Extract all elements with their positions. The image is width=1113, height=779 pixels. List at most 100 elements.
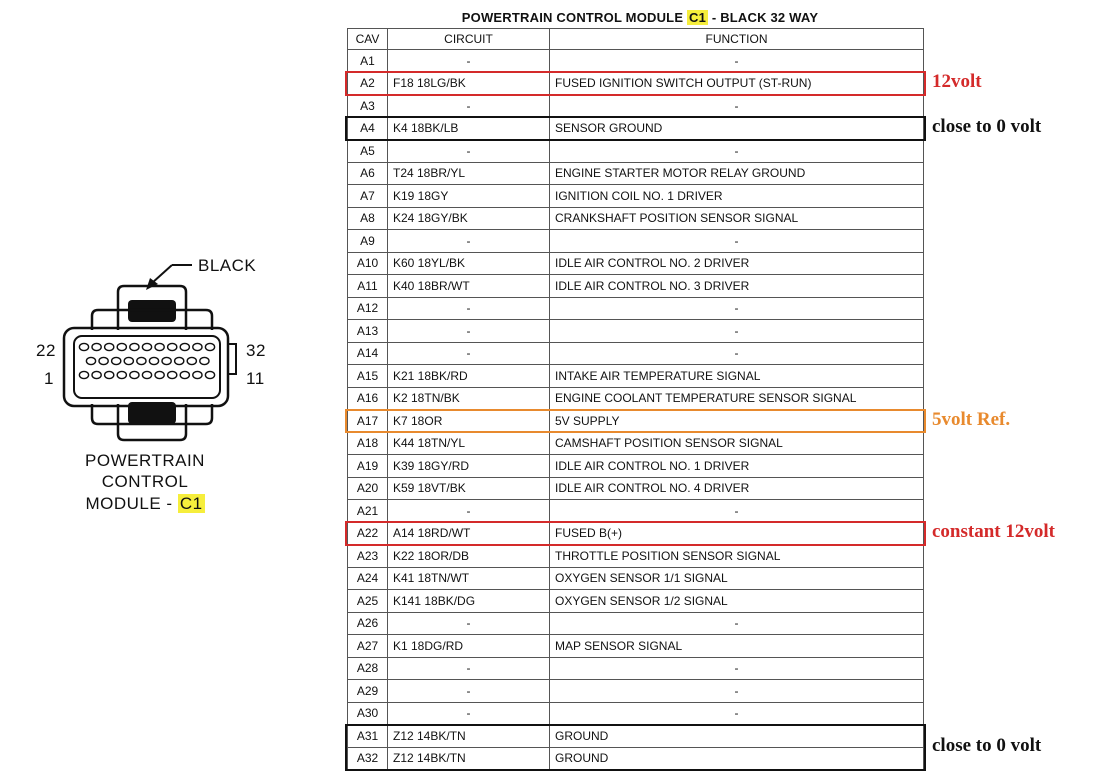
top-latch: [116, 284, 188, 330]
function-cell: -: [549, 319, 924, 343]
table-header-row: CAV CIRCUIT FUNCTION: [347, 28, 924, 50]
cav-cell: A25: [347, 589, 388, 613]
function-cell: ENGINE STARTER MOTOR RELAY GROUND: [549, 161, 924, 185]
circuit-cell: -: [387, 319, 550, 343]
pin-hole: [136, 356, 147, 366]
function-cell: IDLE AIR CONTROL NO. 3 DRIVER: [549, 274, 924, 298]
circuit-cell: -: [387, 499, 550, 523]
module-label-line3: MODULE - C1: [60, 494, 230, 514]
circuit-cell: Z12 14BK/TN: [387, 724, 550, 748]
table-title: POWERTRAIN CONTROL MODULE C1 - BLACK 32 …: [430, 10, 850, 25]
table-row: A9--: [347, 229, 924, 253]
circuit-cell: K39 18GY/RD: [387, 454, 550, 478]
pin-hole: [98, 356, 109, 366]
function-cell: OXYGEN SENSOR 1/2 SIGNAL: [549, 589, 924, 613]
function-cell: -: [549, 229, 924, 253]
table-row: A14--: [347, 341, 924, 365]
highlight-box: [345, 116, 926, 141]
circuit-cell: K41 18TN/WT: [387, 566, 550, 590]
circuit-cell: K24 18GY/BK: [387, 206, 550, 230]
function-cell: IDLE AIR CONTROL NO. 4 DRIVER: [549, 476, 924, 500]
circuit-cell: -: [387, 94, 550, 118]
circuit-cell: -: [387, 341, 550, 365]
pin-hole: [148, 356, 160, 366]
circuit-cell: K59 18VT/BK: [387, 476, 550, 500]
voltage-note: close to 0 volt: [932, 735, 1042, 756]
pin-hole: [141, 370, 153, 380]
function-cell: CAMSHAFT POSITION SENSOR SIGNAL: [549, 431, 924, 455]
pin-hole: [179, 342, 191, 352]
pin-hole: [166, 370, 178, 380]
pin-hole: [192, 342, 203, 352]
pin-number-11: 11: [246, 369, 265, 388]
function-cell: -: [549, 296, 924, 320]
table-title-suffix: - BLACK 32 WAY: [711, 10, 819, 25]
header-function: FUNCTION: [549, 28, 924, 50]
circuit-cell: K141 18BK/DG: [387, 589, 550, 613]
highlight-box: [345, 723, 926, 771]
function-cell: -: [549, 341, 924, 365]
connector-key: [227, 343, 237, 375]
pin-hole: [161, 356, 172, 366]
cav-cell: A5: [347, 139, 388, 163]
cav-cell: A9: [347, 229, 388, 253]
voltage-note: 5volt Ref.: [932, 408, 1011, 430]
table-title-prefix: POWERTRAIN CONTROL MODULE: [461, 10, 684, 25]
function-cell: IDLE AIR CONTROL NO. 1 DRIVER: [549, 454, 924, 478]
function-cell: FUSED IGNITION SWITCH OUTPUT (ST-RUN): [549, 71, 924, 95]
pin-hole: [85, 356, 97, 366]
cav-cell: A31: [347, 724, 388, 748]
pin-hole: [129, 370, 140, 380]
pin-hole: [199, 356, 210, 366]
pin-hole: [91, 342, 102, 352]
connector-drawing: [62, 264, 237, 442]
pin-hole: [204, 342, 216, 352]
bottom-latch: [116, 404, 188, 442]
table-row: A21--: [347, 499, 924, 523]
circuit-cell: K21 18BK/RD: [387, 364, 550, 388]
pin-hole: [129, 342, 140, 352]
cav-cell: A27: [347, 634, 388, 658]
module-label-id: C1: [177, 494, 205, 513]
circuit-cell: K1 18DG/RD: [387, 634, 550, 658]
color-label: BLACK: [198, 256, 257, 275]
function-cell: -: [549, 611, 924, 635]
function-cell: MAP SENSOR SIGNAL: [549, 634, 924, 658]
cav-cell: A30: [347, 701, 388, 725]
function-cell: THROTTLE POSITION SENSOR SIGNAL: [549, 544, 924, 568]
table-row: A29--: [347, 679, 924, 703]
pin-number-1: 1: [44, 369, 54, 388]
table-row: A30--: [347, 701, 924, 725]
cav-cell: A13: [347, 319, 388, 343]
function-cell: IDLE AIR CONTROL NO. 2 DRIVER: [549, 251, 924, 275]
leader-line: [151, 264, 173, 284]
highlight-box: [345, 71, 926, 96]
function-cell: -: [549, 94, 924, 118]
circuit-cell: K60 18YL/BK: [387, 251, 550, 275]
cav-cell: A12: [347, 296, 388, 320]
pin-hole: [154, 342, 165, 352]
function-cell: CRANKSHAFT POSITION SENSOR SIGNAL: [549, 206, 924, 230]
voltage-note: 12volt: [932, 71, 982, 93]
bottom-latch-tab: [128, 402, 176, 424]
function-cell: FUSED B(+): [549, 521, 924, 545]
pin-number-32: 32: [246, 341, 266, 360]
function-cell: -: [549, 679, 924, 703]
circuit-cell: T24 18BR/YL: [387, 161, 550, 185]
cav-cell: A10: [347, 251, 388, 275]
pin-hole: [166, 342, 178, 352]
module-label-prefix: MODULE -: [85, 494, 173, 513]
